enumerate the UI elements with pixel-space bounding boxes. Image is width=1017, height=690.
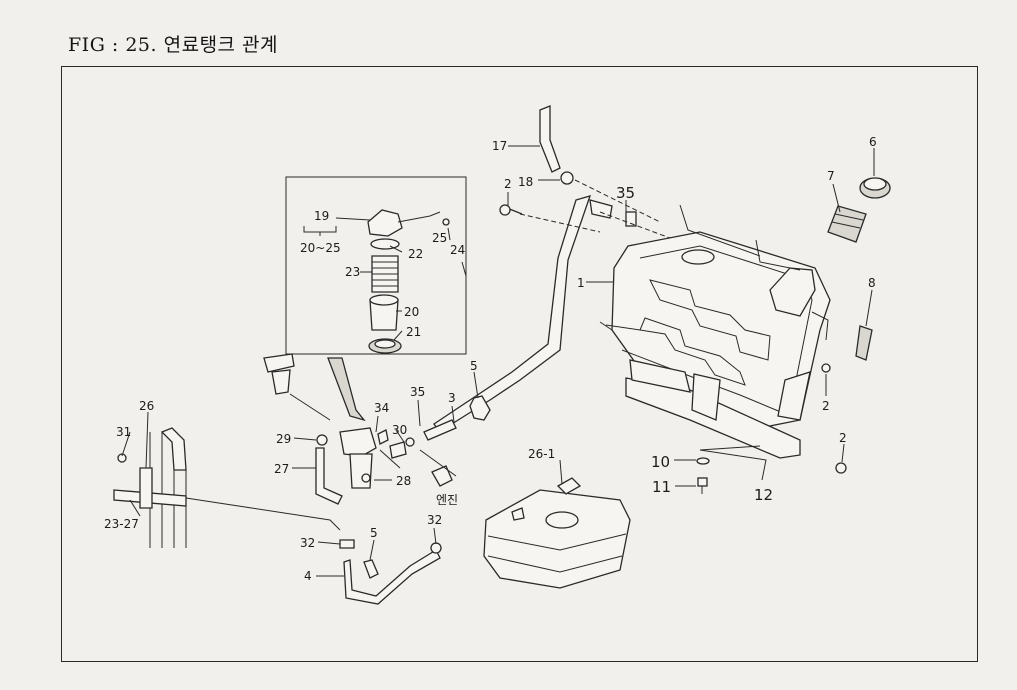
callout-1: 1 xyxy=(577,276,585,290)
clamp-32-mid xyxy=(430,542,442,554)
inset-pointer xyxy=(327,357,366,422)
clamp-32-lower xyxy=(339,539,355,549)
clamp-30 xyxy=(405,437,415,447)
diagram-frame xyxy=(61,66,978,662)
callout-32-right: 32 xyxy=(427,513,442,527)
callout-35-mid: 35 xyxy=(410,385,425,399)
engine-connector xyxy=(431,465,453,487)
callout-34: 34 xyxy=(374,401,389,415)
callout-3: 3 xyxy=(448,391,456,405)
clamp-29 xyxy=(316,434,328,446)
fuel-pipe-3 xyxy=(433,195,592,433)
callout-23-27: 23-27 xyxy=(104,517,139,531)
figure-title: FIG : 25. 연료탱크 관계 xyxy=(68,34,279,56)
callout-5-mid: 5 xyxy=(470,359,478,373)
callout-24: 24 xyxy=(450,243,465,257)
callout-32-left: 32 xyxy=(300,536,315,550)
clamp-5 xyxy=(469,395,491,421)
callout-21: 21 xyxy=(406,325,421,339)
clamp-28 xyxy=(361,473,371,483)
callout-6: 6 xyxy=(869,135,877,149)
callout-5-lower: 5 xyxy=(370,526,378,540)
callout-20: 20 xyxy=(404,305,419,319)
callout-19: 19 xyxy=(314,209,329,223)
bolt-2 xyxy=(499,204,847,474)
callout-18: 18 xyxy=(518,175,533,189)
callout-10: 10 xyxy=(651,453,670,471)
engine-label: 엔진 xyxy=(436,493,458,507)
clamp-5-lower xyxy=(363,559,379,579)
hose-27 xyxy=(315,447,343,505)
vent-hose-17 xyxy=(539,105,561,173)
callout-31: 31 xyxy=(116,425,131,439)
callout-28: 28 xyxy=(396,474,411,488)
callout-17: 17 xyxy=(492,139,507,153)
callout-12: 12 xyxy=(754,486,773,504)
clamp-18 xyxy=(560,171,574,185)
callout-29: 29 xyxy=(276,432,291,446)
tank-cap xyxy=(859,177,891,199)
bolt-11 xyxy=(697,477,708,494)
leader-lines xyxy=(121,145,875,577)
hose-35 xyxy=(423,419,457,441)
callout-26: 26 xyxy=(139,399,154,413)
callout-4: 4 xyxy=(304,569,312,583)
callout-8: 8 xyxy=(868,276,876,290)
callout-11: 11 xyxy=(652,478,671,496)
callout-23: 23 xyxy=(345,265,360,279)
callout-26-1: 26-1 xyxy=(528,447,555,461)
callout-20-25: 20~25 xyxy=(300,241,341,255)
callout-2-top: 2 xyxy=(504,177,512,191)
sediment-bowl xyxy=(263,353,295,395)
callout-2-right: 2 xyxy=(822,399,830,413)
fuel-strainer xyxy=(827,205,867,243)
filter-inset-box xyxy=(285,176,467,355)
hose-4 xyxy=(343,549,441,605)
washer-10 xyxy=(696,457,710,465)
mounting-bracket xyxy=(113,427,187,548)
sub-fuel-tank xyxy=(483,477,631,589)
fuel-gauge xyxy=(855,325,873,361)
callout-22: 22 xyxy=(408,247,423,261)
callout-2-lower: 2 xyxy=(839,431,847,445)
callout-25: 25 xyxy=(432,231,447,245)
callout-27: 27 xyxy=(274,462,289,476)
tank-bracket xyxy=(625,359,811,459)
callout-35-top: 35 xyxy=(616,184,635,202)
callout-7: 7 xyxy=(827,169,835,183)
filter-assembly xyxy=(367,209,450,354)
callout-30: 30 xyxy=(392,423,407,437)
